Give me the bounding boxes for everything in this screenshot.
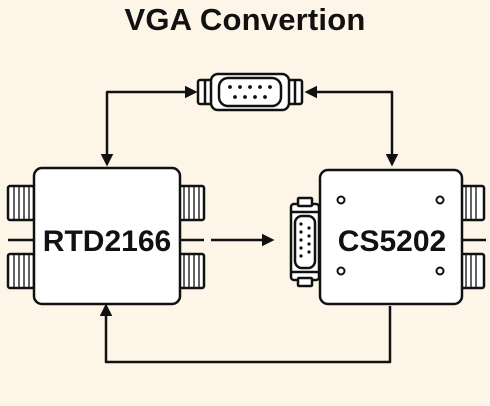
top-vga-connector-icon xyxy=(196,72,304,112)
rtd2166-label: RTD2166 xyxy=(43,225,171,258)
cs5202-mounting-holes-icon xyxy=(336,195,445,276)
arrow-connector-to-rtd2166 xyxy=(100,85,198,167)
arrow-connector-to-cs5202 xyxy=(304,85,399,167)
diagram-title: VGA Convertion xyxy=(124,2,366,37)
cs5202-label: CS5202 xyxy=(338,225,446,258)
rtd2166-right-pins-icon xyxy=(176,184,206,290)
rtd2166-body xyxy=(32,166,182,306)
rtd2166-chip xyxy=(6,166,206,306)
cs5202-chip xyxy=(289,168,486,306)
rtd2166-left-pins-icon xyxy=(6,184,36,290)
cs5202-right-pins-icon xyxy=(458,184,486,290)
side-vga-port-icon xyxy=(289,196,321,288)
arrow-cs5202-loop-to-rtd2166 xyxy=(99,303,392,364)
connection-arrows xyxy=(99,85,399,364)
